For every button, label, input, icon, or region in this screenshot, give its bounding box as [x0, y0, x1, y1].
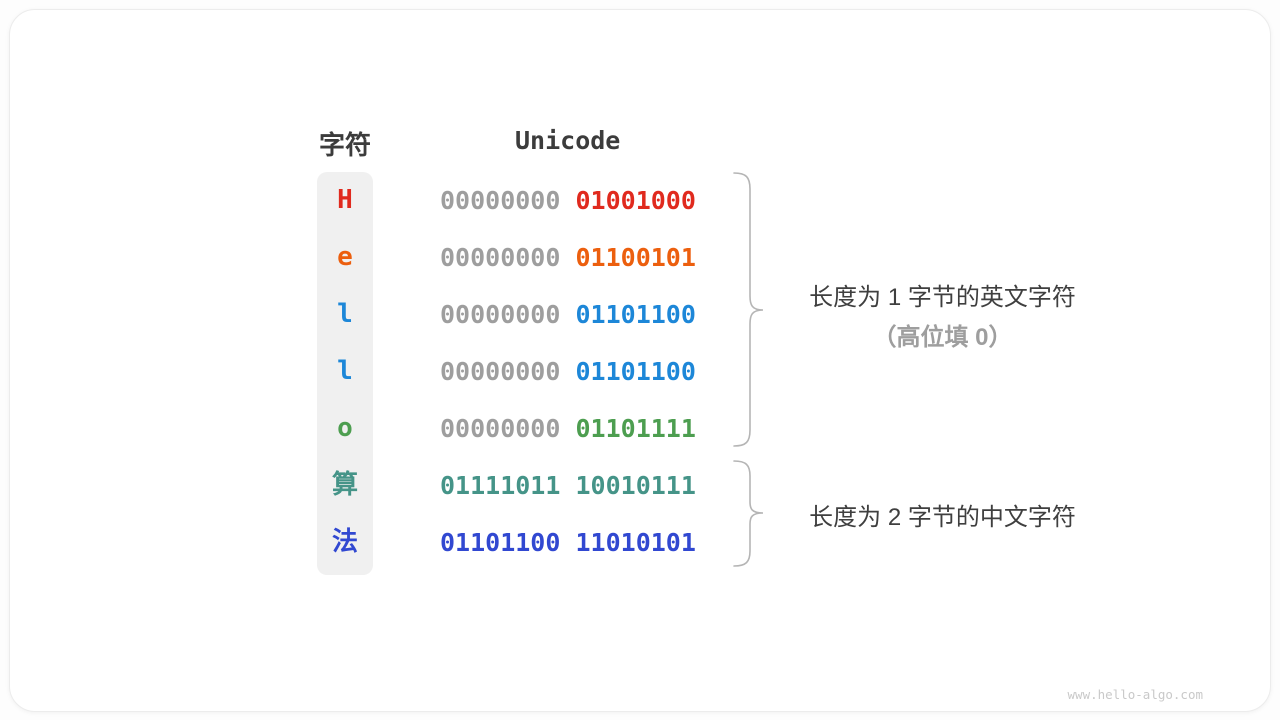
byte-separator	[560, 357, 575, 386]
unicode-binary-cell: 00000000 01101100	[440, 343, 696, 400]
byte1: 01111011	[440, 471, 561, 500]
character-cell: o	[337, 413, 353, 443]
table-row: 法 01101100 11010101	[10, 514, 1270, 571]
column-header-char: 字符	[318, 130, 371, 160]
character-cell: e	[337, 242, 353, 272]
unicode-binary-cell: 00000000 01101111	[440, 400, 696, 457]
annotation-1byte-line2: （高位填 0）	[872, 324, 1013, 351]
character-cell: l	[337, 356, 353, 386]
byte1: 00000000	[440, 300, 561, 329]
brace-2byte-group	[733, 460, 764, 567]
character-cell: H	[337, 185, 353, 215]
unicode-binary-cell: 01111011 10010111	[440, 457, 696, 514]
byte1: 00000000	[440, 186, 561, 215]
unicode-binary-cell: 00000000 01001000	[440, 172, 696, 229]
grouping-braces	[733, 172, 764, 567]
byte-separator	[560, 186, 575, 215]
byte1: 00000000	[440, 414, 561, 443]
byte-separator	[560, 243, 575, 272]
byte2: 01100101	[575, 243, 696, 272]
character-cell: 法	[331, 527, 358, 557]
table-row: l 00000000 01101100	[10, 286, 1270, 343]
figure-card: 字符 Unicode H 00000000 01001000 e 00000000 0…	[9, 9, 1271, 712]
column-header-unicode: Unicode	[515, 126, 621, 155]
character-cell: l	[337, 299, 353, 329]
table-row: e 00000000 01100101	[10, 229, 1270, 286]
table-row: H 00000000 01001000	[10, 172, 1270, 229]
byte-separator	[560, 471, 575, 500]
unicode-binary-cell: 01101100 11010101	[440, 514, 696, 571]
byte2: 01101111	[575, 414, 696, 443]
table-row: 算 01111011 10010111	[10, 457, 1270, 514]
byte2: 11010101	[575, 528, 696, 557]
char-column-background	[317, 172, 373, 575]
byte2: 01101100	[575, 357, 696, 386]
byte1: 00000000	[440, 357, 561, 386]
brace-1byte-group	[733, 172, 764, 447]
annotation-1byte-group: 长度为 1 字节的英文字符 （高位填 0）	[770, 278, 1115, 358]
byte2: 10010111	[575, 471, 696, 500]
byte-separator	[560, 300, 575, 329]
byte2: 01101100	[575, 300, 696, 329]
unicode-binary-cell: 00000000 01100101	[440, 229, 696, 286]
unicode-rows: H 00000000 01001000 e 00000000 01100101 l 000…	[10, 10, 1270, 711]
byte-separator	[560, 414, 575, 443]
unicode-binary-cell: 00000000 01101100	[440, 286, 696, 343]
table-row: l 00000000 01101100	[10, 343, 1270, 400]
byte-separator	[560, 528, 575, 557]
annotation-1byte-line1: 长度为 1 字节的英文字符	[809, 284, 1076, 311]
byte1: 01101100	[440, 528, 561, 557]
annotation-2byte-group: 长度为 2 字节的中文字符	[809, 504, 1076, 531]
table-row: o 00000000 01101111	[10, 400, 1270, 457]
byte2: 01001000	[575, 186, 696, 215]
byte1: 00000000	[440, 243, 561, 272]
watermark: www.hello-algo.com	[1067, 687, 1203, 702]
character-cell: 算	[331, 470, 358, 500]
